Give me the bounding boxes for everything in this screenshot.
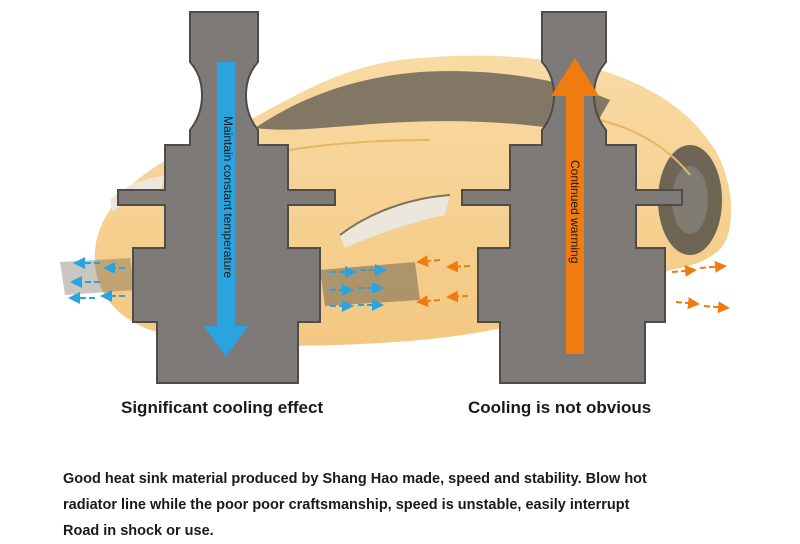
arrow-label-maintain-temperature: Maintain constant temperature bbox=[221, 116, 235, 278]
cool-airflow-arrows-right bbox=[330, 264, 387, 312]
caption-cooling-not-obvious: Cooling is not obvious bbox=[468, 398, 652, 417]
arrow-label-continued-warming: Continued warming bbox=[568, 160, 582, 263]
diagram-scene: Maintain constant temperature Continued … bbox=[60, 11, 732, 384]
caption-significant-cooling: Significant cooling effect bbox=[121, 398, 324, 417]
warming-arrow-up bbox=[551, 58, 599, 354]
description-line: Road in shock or use. bbox=[63, 523, 214, 539]
description-paragraph: Good heat sink material produced by Shan… bbox=[63, 466, 763, 544]
cool-airflow-arrows-left bbox=[68, 257, 125, 304]
description-line: Good heat sink material produced by Shan… bbox=[63, 471, 647, 487]
cooling-arrow-down bbox=[204, 62, 248, 357]
warm-airflow-arrows-left bbox=[416, 255, 471, 308]
description-line: radiator line while the poor poor crafts… bbox=[63, 497, 630, 513]
warm-airflow-arrows-right bbox=[671, 260, 730, 314]
